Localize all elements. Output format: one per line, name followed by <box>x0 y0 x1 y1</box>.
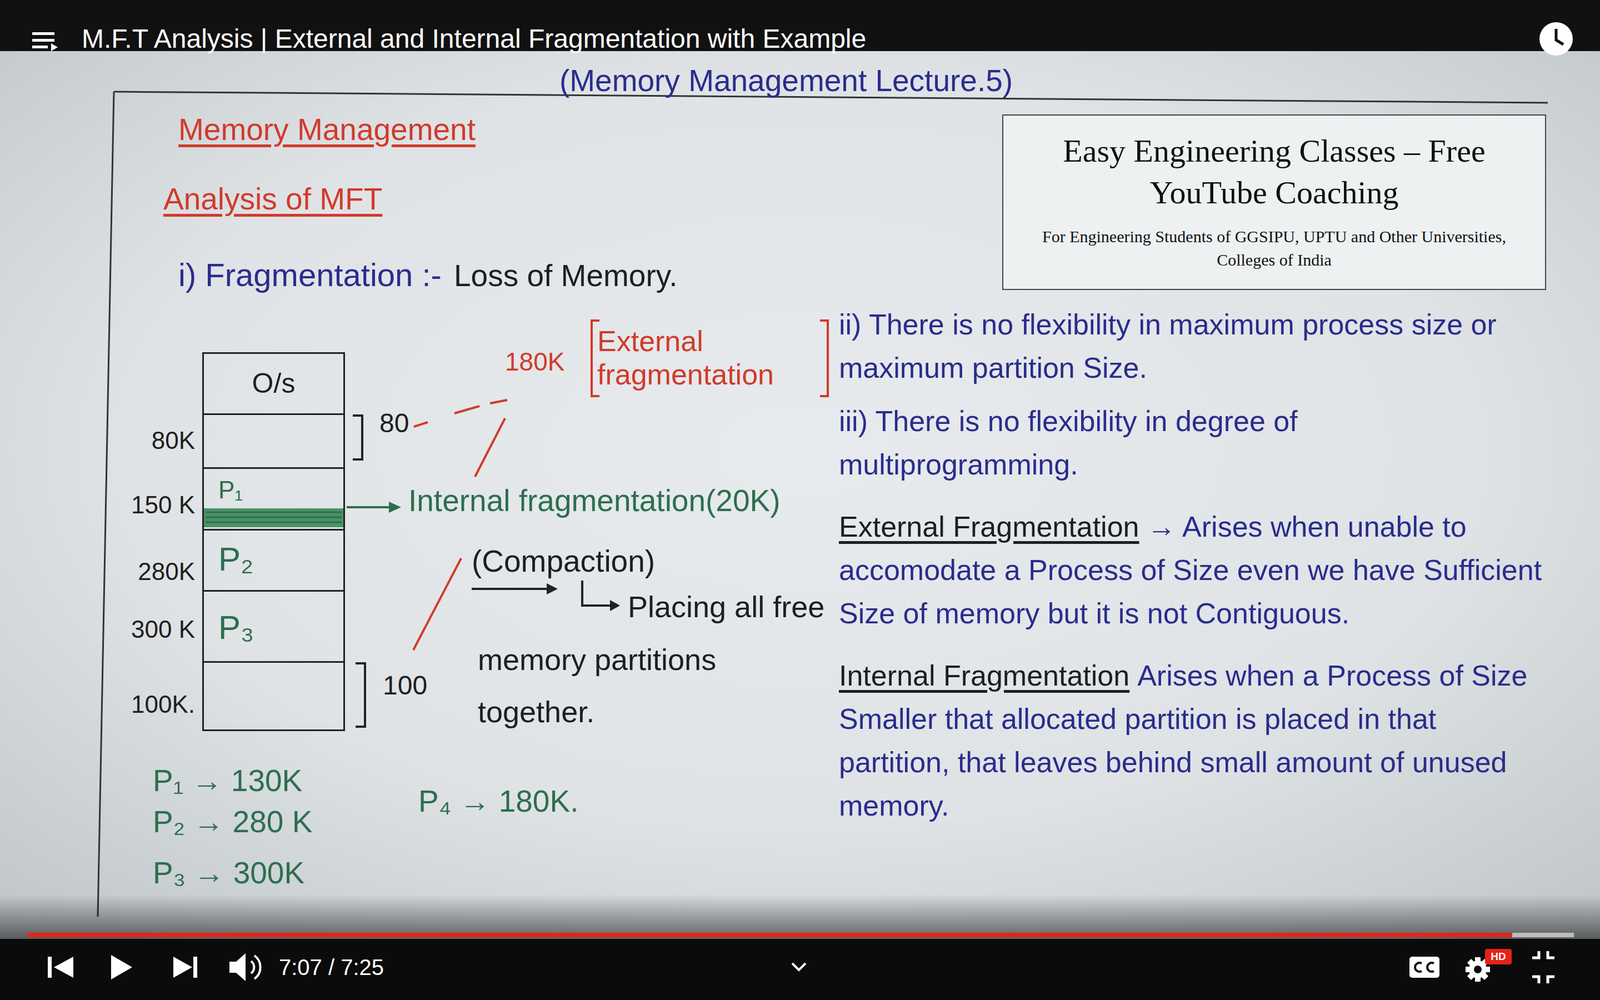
definition-text: Loss of Memory. <box>453 257 678 294</box>
lecture-heading: (Memory Management Lecture.5) <box>536 62 1037 99</box>
partition-content: O/s <box>203 353 344 414</box>
memory-partition: 300 KP₃ <box>202 590 345 663</box>
memory-partition: 280KP₂ <box>202 528 345 592</box>
prev-icon <box>53 956 74 978</box>
note-paragraph: External Fragmentation→ Arises when unab… <box>838 505 1545 635</box>
internal-fragment-band <box>203 508 344 528</box>
menu-line <box>32 45 48 49</box>
clock-face <box>1539 22 1573 56</box>
memory-partition: 100K. <box>202 661 345 732</box>
partition-size: 80K <box>151 426 195 456</box>
next-icon <box>173 956 193 978</box>
progress-played <box>27 932 1513 938</box>
fullscreen-exit-icon <box>1532 951 1555 984</box>
partition-content: P₃ <box>218 607 254 648</box>
external-fragmentation-note: External fragmentation <box>597 325 823 392</box>
chevron-icon <box>792 963 806 970</box>
gear-hole <box>1473 965 1482 974</box>
process-size: P₂ → 280 K <box>152 803 313 840</box>
bracket <box>820 320 828 397</box>
process-size: P₃ → 300K <box>152 854 305 892</box>
video-title: M.F.T Analysis | External and Internal F… <box>81 22 867 55</box>
section-heading: Memory Management <box>178 111 476 148</box>
banner-heading: Easy Engineering Classes – Free YouTube … <box>1016 130 1532 214</box>
partition-size: 300 K <box>131 615 195 645</box>
hook-arrow <box>582 580 614 606</box>
partition-content: P₁ <box>218 475 243 505</box>
partition-content: P₂ <box>218 539 254 580</box>
menu-line <box>32 32 55 35</box>
term-heading: Internal Fragmentation <box>838 659 1130 692</box>
section-subheading: Analysis of MFT <box>163 180 383 218</box>
hd-badge: HD <box>1485 949 1512 964</box>
process-size: P₄ → 180K. <box>418 782 579 820</box>
bracket <box>355 663 365 727</box>
menu-icon <box>32 32 58 52</box>
hd-badge-ground <box>1485 948 1512 965</box>
notes-column: ii) There is no flexibility in maximum p… <box>838 302 1545 828</box>
prev-bar <box>47 956 52 978</box>
partition-size: 100K. <box>131 690 195 720</box>
note-paragraph: iii) There is no flexibility in degree o… <box>838 399 1545 487</box>
bracket-size: 80 <box>379 407 409 440</box>
process-size: P₁ → 130K <box>152 762 303 799</box>
internal-fragmentation-note: Internal fragmentation(20K) <box>408 482 781 519</box>
memory-partition: O/s <box>202 352 345 415</box>
partition-size: 150 K <box>131 490 195 520</box>
player-bar <box>0 938 1600 1000</box>
leader-line <box>413 400 508 427</box>
clock-hands <box>1556 28 1564 45</box>
progress-remaining <box>1512 932 1574 938</box>
leader-line <box>475 418 505 477</box>
total-free-size: 180K <box>505 346 565 378</box>
play-icon <box>111 955 133 980</box>
board-frame <box>97 91 114 917</box>
leader-line <box>413 558 462 650</box>
point-text: ii) There is no flexibility in maximum p… <box>838 308 1497 384</box>
menu-triangle <box>51 43 58 52</box>
banner-subtitle: For Engineering Students of GGSIPU, UPTU… <box>1016 225 1532 272</box>
note-paragraph: Internal FragmentationArises when a Proc… <box>838 653 1545 828</box>
player-icons <box>47 953 246 982</box>
pointer-arrow <box>471 587 552 590</box>
note-paragraph: ii) There is no flexibility in maximum p… <box>838 302 1545 390</box>
arrow-head <box>546 583 558 595</box>
pointer-arrow <box>346 506 396 509</box>
next-bar <box>193 956 198 978</box>
volume-waves <box>251 955 261 979</box>
point-heading: i) Fragmentation :- <box>178 255 442 295</box>
cc-icon <box>1409 956 1440 978</box>
cc-glyph <box>1415 962 1434 972</box>
term-heading: External Fragmentation <box>838 510 1140 543</box>
point-text: iii) There is no flexibility in degree o… <box>838 405 1298 481</box>
memory-partition: 150 KP₁ <box>202 467 345 531</box>
band-hatching <box>205 512 342 523</box>
bracket <box>352 415 363 460</box>
video-time: 7:07 / 7:25 <box>278 953 384 981</box>
whiteboard <box>0 51 1600 940</box>
player-shade <box>0 894 1600 940</box>
volume-icon <box>229 953 246 982</box>
partition-size: 280K <box>137 557 195 587</box>
memory-partition: 80K <box>202 413 345 469</box>
arrow-head <box>388 501 402 513</box>
compaction-heading: (Compaction) <box>471 542 655 580</box>
clock-icon <box>1539 22 1573 56</box>
bracket-size: 100 <box>382 669 428 702</box>
compaction-note: Placing all free memory partitions toget… <box>477 580 834 739</box>
arrow-head <box>610 600 620 612</box>
channel-banner: Easy Engineering Classes – Free YouTube … <box>1002 114 1547 290</box>
menu-line <box>32 38 55 42</box>
